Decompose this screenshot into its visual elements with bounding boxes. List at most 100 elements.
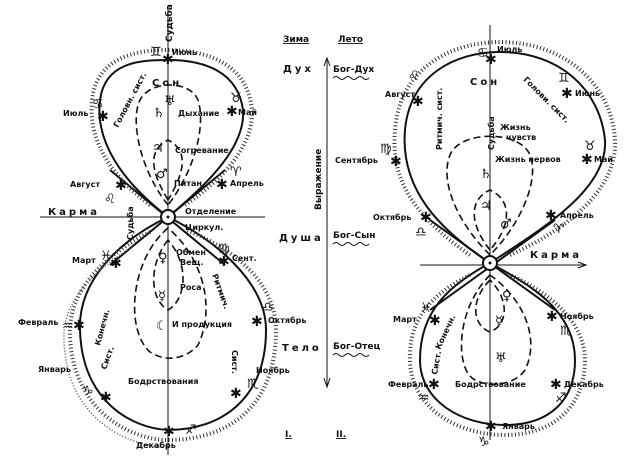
label-production: И продукция <box>172 320 232 329</box>
star-icon: ✱ <box>545 208 557 224</box>
month-october: Октябрь <box>268 315 306 325</box>
inner-dashed-loop <box>475 279 505 333</box>
inner-dashed-loop <box>473 189 508 251</box>
mercury-icon: ☿ <box>158 289 166 304</box>
figure-1: Судьба Июнь ✱ ♊ Головн. сист. Сон ♅ ♄ Ды… <box>18 4 306 455</box>
star-icon: ✱ <box>581 152 593 168</box>
label-summer: Лето <box>338 35 363 45</box>
inner-dashed-loop <box>446 135 534 256</box>
month-august: Август <box>70 180 100 189</box>
jupiter-icon: ♃ <box>480 199 492 214</box>
cancer-icon: ♋ <box>477 46 489 61</box>
month-february: Февраль <box>388 380 428 389</box>
wavy-underline <box>332 242 370 246</box>
label-life-senses-2: чувств <box>506 133 536 142</box>
star-icon: ✱ <box>485 419 497 435</box>
upper-loop <box>98 58 245 218</box>
month-april: Апрель <box>230 179 264 188</box>
label-expression: Выражение <box>314 149 324 210</box>
label-separation: Отделение <box>185 207 237 216</box>
star-icon: ✱ <box>230 386 242 402</box>
leo-icon: ♌ <box>408 69 420 84</box>
jupiter-icon: ♃ <box>152 141 164 156</box>
month-september: Сентябрь <box>335 155 378 165</box>
scorpio-icon: ♏ <box>560 324 572 339</box>
center-dot <box>166 215 170 219</box>
label-sleep: Сон <box>470 77 500 88</box>
inner-dashed-loop <box>135 84 202 206</box>
figure-2: ♋ ✱ Июль Сон Голови. сист. ♊ ✱ Июнь ♌ Ав… <box>335 25 618 450</box>
saturn-icon: ♄ <box>480 167 492 182</box>
label-fate-side: Судьба <box>125 206 135 240</box>
month-july: Июль <box>63 109 88 118</box>
libra-icon: ♎ <box>415 225 427 240</box>
lower-loop-hatch <box>407 273 588 438</box>
month-may: Май <box>594 155 613 164</box>
star-icon: ✱ <box>226 104 238 120</box>
label-soul: Душа <box>279 233 324 244</box>
gemini-icon: ♊ <box>150 45 162 60</box>
wavy-underline <box>332 353 370 357</box>
star-icon: ✱ <box>115 178 127 194</box>
leo-icon: ♌ <box>104 192 116 207</box>
aquarius-icon: ♒ <box>418 391 430 406</box>
label-wakefulness: Бодрствования <box>128 377 198 386</box>
capricorn-icon: ♑ <box>478 435 490 450</box>
capricorn-icon: ♑ <box>82 384 94 399</box>
star-icon: ✱ <box>218 254 230 270</box>
star-icon: ✱ <box>73 318 85 334</box>
mars-icon: ♂ <box>156 167 168 182</box>
uranus-icon: ♅ <box>495 351 507 366</box>
inner-dashed-loop <box>133 227 207 359</box>
label-head-system: Головн. сист. <box>112 71 149 129</box>
inner-dashed-loop <box>152 239 184 311</box>
star-icon: ✱ <box>100 390 112 406</box>
center-dot <box>488 261 492 265</box>
label-rhythmic: Ритмич. <box>210 273 231 311</box>
lower-loop <box>418 262 577 427</box>
label-fate: Судьба <box>486 116 496 150</box>
gemini-icon: ♊ <box>558 71 570 86</box>
label-sleep: Сон <box>152 78 182 89</box>
label-limb-system: Сист. <box>99 345 116 371</box>
scorpio-icon: ♏ <box>247 377 259 392</box>
mars-icon: ♂ <box>500 217 512 232</box>
wavy-underline <box>332 76 370 80</box>
taurus-icon: ♉ <box>584 139 596 154</box>
star-icon: ✱ <box>485 52 497 68</box>
saturn-icon: ♄ <box>153 106 165 121</box>
middle-legend: Зима Лето Дух Душа Тело Выражение Бог-Ду… <box>279 35 380 440</box>
taurus-icon: ♉ <box>230 91 242 106</box>
sagittarius-icon: ♐ <box>555 391 567 406</box>
label-nutrition: Питан. <box>174 179 205 188</box>
month-october: Октябрь <box>373 212 411 222</box>
month-january: Январь <box>502 422 535 431</box>
venus-icon: ♀ <box>502 289 512 304</box>
label-god-father: Бог-Отец <box>333 342 380 352</box>
libra-icon: ♎ <box>262 300 274 315</box>
label-circulation: Циркул. <box>185 223 223 232</box>
label-spirit: Дух <box>283 64 314 75</box>
label-warming: Согревание <box>175 146 229 155</box>
aries-icon: ♈ <box>230 165 242 180</box>
month-september: Сент. <box>232 254 257 263</box>
figure-2-label: II. <box>336 430 346 440</box>
virgo-icon: ♍ <box>380 142 392 157</box>
label-life-nerves: Жизнь нервов <box>495 155 561 164</box>
arrow-up-icon <box>323 56 331 67</box>
month-december: Декабрь <box>136 440 176 450</box>
venus-icon: ♀ <box>158 251 168 266</box>
upper-loop-hatch <box>89 47 255 207</box>
month-february: Февраль <box>18 318 58 327</box>
star-icon: ✱ <box>216 177 228 193</box>
month-march: Март <box>72 256 96 265</box>
mercury-icon: ☿ <box>495 314 503 329</box>
month-january: Январь <box>38 365 71 374</box>
month-november: Ноябрь <box>256 365 290 375</box>
lower-loop <box>78 216 268 432</box>
figure-1-label: I. <box>285 430 292 440</box>
month-july: Июль <box>497 45 522 54</box>
star-icon: ✱ <box>429 313 441 329</box>
label-god-son: Бог-Сын <box>333 231 375 241</box>
label-system: Сист. <box>430 350 443 375</box>
